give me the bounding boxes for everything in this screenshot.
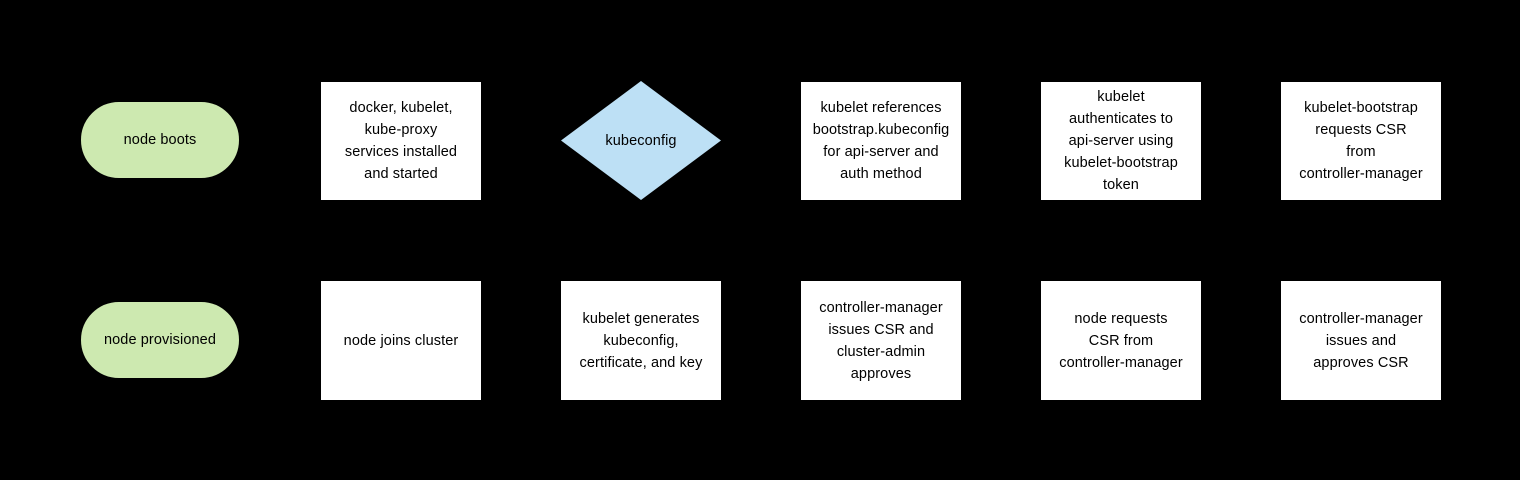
node-requests-csr-label: node requests CSR from controller-manage… — [1059, 310, 1183, 371]
bootstrap-requests-csr-label: kubelet-bootstrap requests CSR from cont… — [1299, 100, 1423, 182]
cm-issues-approves-label: controller-manager issues and approves C… — [1299, 310, 1423, 371]
services-installed-label: docker, kubelet, kube-proxy services ins… — [344, 100, 458, 182]
kubelet-generates-label: kubelet generates kubeconfig, certificat… — [579, 310, 703, 371]
kubeconfig-label: kubeconfig — [605, 132, 677, 149]
kubelet-references-bootstrap-label: kubelet references bootstrap.kubeconfig … — [812, 100, 950, 182]
node-joins-cluster-box[interactable]: node joins cluster — [321, 281, 481, 400]
kubelet-authenticates-label: kubelet authenticates to api-server usin… — [1064, 89, 1178, 193]
cm-issues-csr-box[interactable]: controller-manager issues CSR and cluste… — [801, 281, 961, 400]
node-provisioned-label: node provisioned — [103, 332, 217, 348]
cm-issues-approves-box[interactable]: controller-manager issues and approves C… — [1281, 281, 1441, 400]
node-joins-cluster-label: node joins cluster — [343, 332, 459, 349]
kubelet-authenticates-box[interactable]: kubelet authenticates to api-server usin… — [1041, 82, 1201, 200]
cm-issues-csr-label: controller-manager issues CSR and cluste… — [819, 299, 943, 382]
services-installed-box[interactable]: docker, kubelet, kube-proxy services ins… — [321, 82, 481, 200]
node-boots-label: node boots — [123, 132, 197, 148]
kubelet-generates-box[interactable]: kubelet generates kubeconfig, certificat… — [561, 281, 721, 400]
bootstrap-requests-csr-box[interactable]: kubelet-bootstrap requests CSR from cont… — [1281, 82, 1441, 200]
node-boots-terminator[interactable]: node boots — [81, 102, 239, 178]
kubelet-references-bootstrap-box[interactable]: kubelet references bootstrap.kubeconfig … — [801, 82, 961, 200]
node-requests-csr-box[interactable]: node requests CSR from controller-manage… — [1041, 281, 1201, 400]
node-provisioned-terminator[interactable]: node provisioned — [81, 302, 239, 378]
kubeconfig-decision[interactable]: kubeconfig — [561, 81, 721, 200]
